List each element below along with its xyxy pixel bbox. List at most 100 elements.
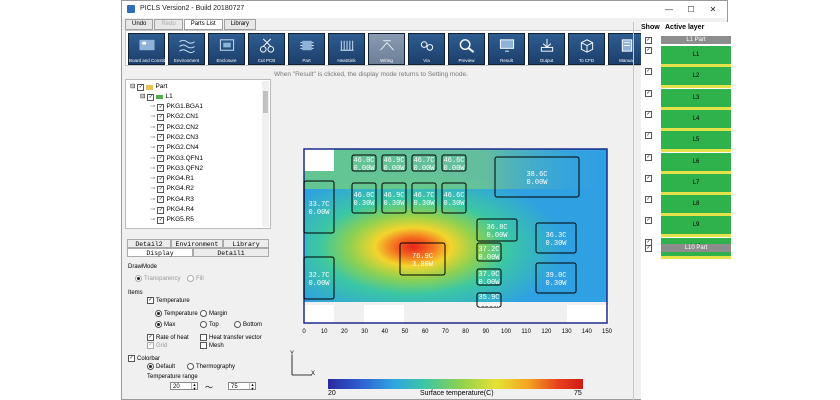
radio-temperature[interactable]: Temperature xyxy=(155,310,198,317)
layer-label[interactable]: L9 xyxy=(692,222,700,229)
layer-label[interactable]: L2 xyxy=(692,73,700,80)
undo-button[interactable]: Undo xyxy=(125,19,154,30)
layer-show-checkbox[interactable]: ✓ xyxy=(645,110,652,118)
part-box[interactable]: 38.6C0.00W xyxy=(494,156,580,198)
expand-icon[interactable]: ⊟ xyxy=(140,93,146,100)
to-cfd-button[interactable]: To CFD xyxy=(568,33,605,65)
radio[interactable] xyxy=(200,310,207,317)
checkbox[interactable]: ✓ xyxy=(128,355,135,362)
thermal-map[interactable]: 38.6C0.00W33.7C0.00W32.7C0.00W76.9C3.00W… xyxy=(302,147,609,327)
tree-item[interactable]: ⊸✓PKG3.QFN1 xyxy=(150,154,203,164)
layer-label[interactable]: L5 xyxy=(692,137,700,144)
tab-environment[interactable]: Environment xyxy=(171,239,223,248)
drawmode-transparency[interactable]: Transparency xyxy=(135,275,180,282)
part-box[interactable]: 46.7C0.00W xyxy=(411,154,437,173)
checkbox[interactable]: ✓ xyxy=(157,155,165,162)
tree-item[interactable]: ⊸✓PKG2.CN2 xyxy=(150,123,199,133)
tree-item[interactable]: ⊸✓PKG2.CN1 xyxy=(150,112,199,122)
radio[interactable] xyxy=(187,363,194,370)
checkbox[interactable]: ✓ xyxy=(157,216,165,224)
tree-item[interactable]: ⊸✓PKG4.R2 xyxy=(150,184,194,194)
tab-library[interactable]: Library xyxy=(223,239,269,248)
heat-vector-checkbox[interactable]: Heat transfer vector xyxy=(200,334,262,341)
layer-show-checkbox[interactable]: ✓ xyxy=(645,37,652,44)
grid-checkbox[interactable]: ✓Grid xyxy=(147,342,167,349)
layer-label[interactable]: L4 xyxy=(692,115,700,122)
part-box[interactable]: 37.0C0.00W xyxy=(476,268,502,287)
tab-detail2[interactable]: Detail2 xyxy=(127,239,171,248)
checkbox[interactable]: ✓ xyxy=(147,93,155,101)
spin-buttons[interactable]: ▲▼ xyxy=(191,383,197,391)
rate-of-heat-checkbox[interactable]: ✓Rate of heat xyxy=(147,334,189,341)
checkbox[interactable]: ✓ xyxy=(157,144,165,152)
radio-bottom[interactable]: Bottom xyxy=(234,321,262,328)
tree-root[interactable]: ⊟ ✓ Part xyxy=(130,82,167,92)
part-box[interactable]: 46.7C0.30W xyxy=(411,182,437,214)
checkbox[interactable]: ✓ xyxy=(157,124,165,132)
checkbox[interactable]: ✓ xyxy=(147,342,154,349)
tab-display[interactable]: Display xyxy=(127,248,193,257)
tree-item[interactable]: ⊸✓PKG1.BGA1 xyxy=(150,102,203,112)
checkbox[interactable]: ✓ xyxy=(157,165,165,173)
part-box[interactable]: 37.2C0.00W xyxy=(476,242,502,262)
layer-label[interactable]: L10 Part xyxy=(661,244,731,252)
heatsink-button[interactable]: HeatSink xyxy=(328,33,365,65)
radio[interactable] xyxy=(155,321,162,328)
drawmode-fill[interactable]: Fill xyxy=(187,275,204,282)
tree-item[interactable]: ⊸✓PKG4.R3 xyxy=(150,195,194,205)
layer-show-checkbox[interactable]: ✓ xyxy=(645,245,652,252)
tree-item[interactable]: ⊸✓PKG5.R5 xyxy=(150,215,194,225)
layer-label[interactable]: L7 xyxy=(692,179,700,186)
checkbox[interactable]: ✓ xyxy=(137,83,145,91)
part-box[interactable]: 46.6C0.00W xyxy=(441,154,467,173)
via-button[interactable]: Via xyxy=(408,33,445,65)
layer-show-checkbox[interactable]: ✓ xyxy=(645,89,652,97)
radio[interactable] xyxy=(155,310,162,317)
part-button[interactable]: Part xyxy=(288,33,325,65)
part-box[interactable]: 46.9C0.00W xyxy=(381,154,407,173)
part-box[interactable]: 46.9C0.30W xyxy=(381,182,407,214)
part-box[interactable]: 36.8C0.00W xyxy=(476,218,518,242)
radio-max[interactable]: Max xyxy=(155,321,175,328)
checkbox[interactable]: ✓ xyxy=(157,134,165,142)
part-box[interactable]: 32.7C0.00W xyxy=(303,256,335,300)
minimize-button[interactable]: — xyxy=(665,5,673,14)
part-box[interactable]: 46.6C0.30W xyxy=(441,182,467,214)
checkbox[interactable]: ✓ xyxy=(157,175,165,183)
tree-layer[interactable]: ⊟ ✓ L1 xyxy=(140,92,173,102)
tree-item[interactable]: ⊸✓PKG4.R1 xyxy=(150,174,194,184)
scroll-thumb[interactable] xyxy=(263,91,268,113)
part-box[interactable]: 46.0C0.30W xyxy=(351,182,377,214)
part-box[interactable]: 39.0C0.30W xyxy=(535,262,577,294)
tree-item[interactable]: ⊸✓PKG4.R4 xyxy=(150,205,194,215)
layer-show-checkbox[interactable]: ✓ xyxy=(645,196,652,204)
radio-top[interactable]: Top xyxy=(200,321,219,328)
range-max-input[interactable]: 75▲▼ xyxy=(228,382,256,391)
layer-label[interactable]: L8 xyxy=(692,201,700,208)
layer-show-checkbox[interactable]: ✓ xyxy=(645,153,652,161)
radio[interactable] xyxy=(187,275,194,282)
tree-item[interactable]: ⊸✓PKG2.CN3 xyxy=(150,133,199,143)
part-box[interactable]: 33.7C0.00W xyxy=(303,180,335,234)
layer-label[interactable]: L1 xyxy=(692,52,700,58)
radio[interactable] xyxy=(147,363,154,370)
spin-buttons[interactable]: ▲▼ xyxy=(249,383,255,391)
checkbox[interactable]: ✓ xyxy=(147,334,154,341)
checkbox[interactable] xyxy=(200,342,207,349)
part-box[interactable]: 35.9C0.00W xyxy=(476,292,502,310)
close-button[interactable]: ✕ xyxy=(709,5,717,14)
radio[interactable] xyxy=(234,321,241,328)
tree-item[interactable]: ⊸✓PKG3.QFN2 xyxy=(150,164,203,174)
environment-button[interactable]: Environment xyxy=(168,33,205,65)
radio-margin[interactable]: Margin xyxy=(200,310,227,317)
radio[interactable] xyxy=(135,275,142,282)
manual-button[interactable]: Manual xyxy=(608,33,645,65)
spin-down-icon[interactable]: ▼ xyxy=(250,386,255,391)
preview-button[interactable]: Preview xyxy=(448,33,485,65)
mesh-checkbox[interactable]: Mesh xyxy=(200,342,224,349)
spin-down-icon[interactable]: ▼ xyxy=(192,386,197,391)
colorbar-checkbox[interactable]: ✓Colorbar xyxy=(128,355,160,362)
wiring-button[interactable]: Wiring xyxy=(368,33,405,65)
tree-item[interactable]: ⊸✓PKG2.CN4 xyxy=(150,143,199,153)
range-max-field[interactable]: 75▲▼ xyxy=(228,382,256,391)
